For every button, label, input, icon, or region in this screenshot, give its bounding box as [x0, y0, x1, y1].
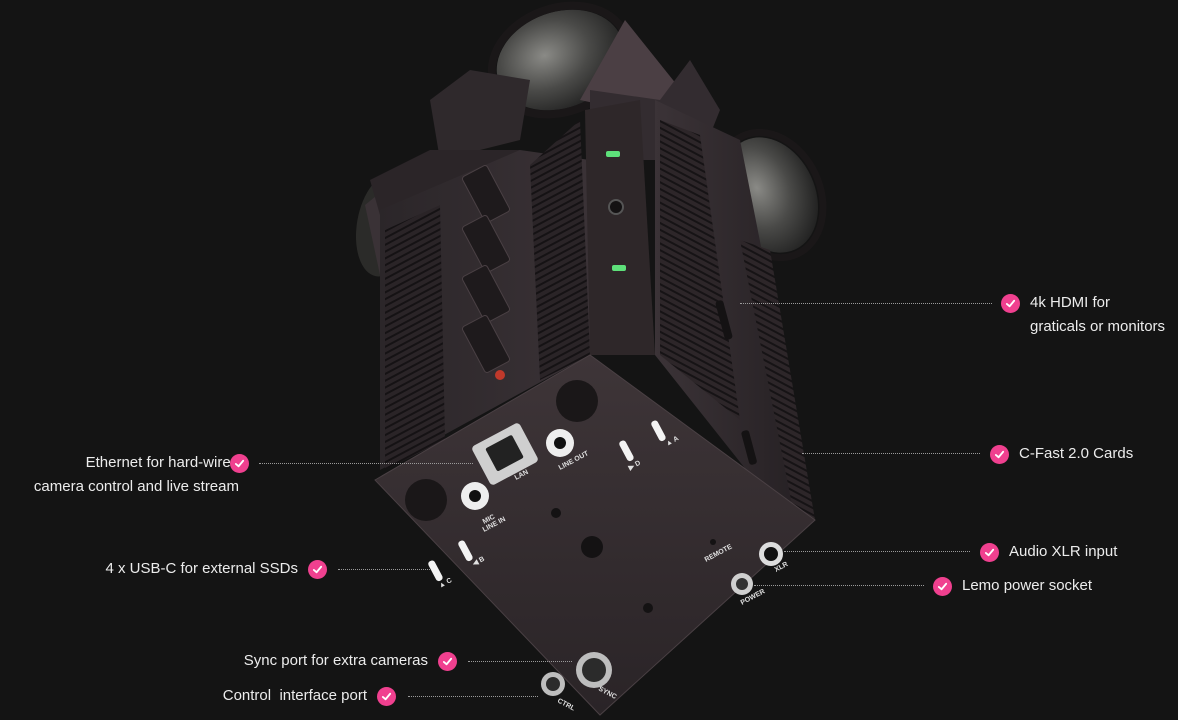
- leader-xlr: [784, 551, 970, 552]
- callout-lemo-label: Lemo power socket: [962, 577, 1093, 594]
- callout-xlr: Audio XLR input: [980, 540, 1117, 564]
- check-circle-icon: [308, 559, 327, 579]
- callout-xlr-label: Audio XLR input: [1009, 543, 1118, 560]
- callout-usbc-label: 4 x USB-C for external SSDs: [105, 560, 298, 577]
- leader-usbc: [338, 569, 430, 570]
- check-circle-icon: [230, 454, 249, 473]
- lan-port: [472, 423, 538, 485]
- callout-control-label: Control interface port: [222, 687, 367, 704]
- callout-cfast-label: C-Fast 2.0 Cards: [1019, 445, 1134, 462]
- brand-emboss: [461, 165, 511, 373]
- check-circle-icon: [377, 686, 396, 706]
- leader-control: [408, 696, 538, 697]
- callout-usbc: 4 x USB-C for external SSDs: [105, 557, 327, 581]
- callout-control: Control interface port: [223, 684, 396, 708]
- leader-sync: [468, 661, 572, 662]
- check-circle-icon: [438, 651, 457, 671]
- check-circle-icon: [1001, 294, 1020, 313]
- leader-lemo: [754, 585, 924, 586]
- callout-lemo: Lemo power socket: [933, 574, 1092, 598]
- callout-sync-label: Sync port for extra cameras: [243, 652, 428, 669]
- check-circle-icon: [933, 576, 952, 596]
- check-circle-icon: [980, 542, 999, 562]
- callout-sync: Sync port for extra cameras: [244, 649, 457, 673]
- callout-cfast: C-Fast 2.0 Cards: [990, 442, 1133, 466]
- panel-label-ctrl: CTRL: [556, 698, 576, 713]
- leader-hdmi: [740, 303, 992, 304]
- leader-ethernet: [259, 463, 473, 464]
- check-circle-icon: [990, 444, 1009, 464]
- leader-cfast: [802, 453, 980, 454]
